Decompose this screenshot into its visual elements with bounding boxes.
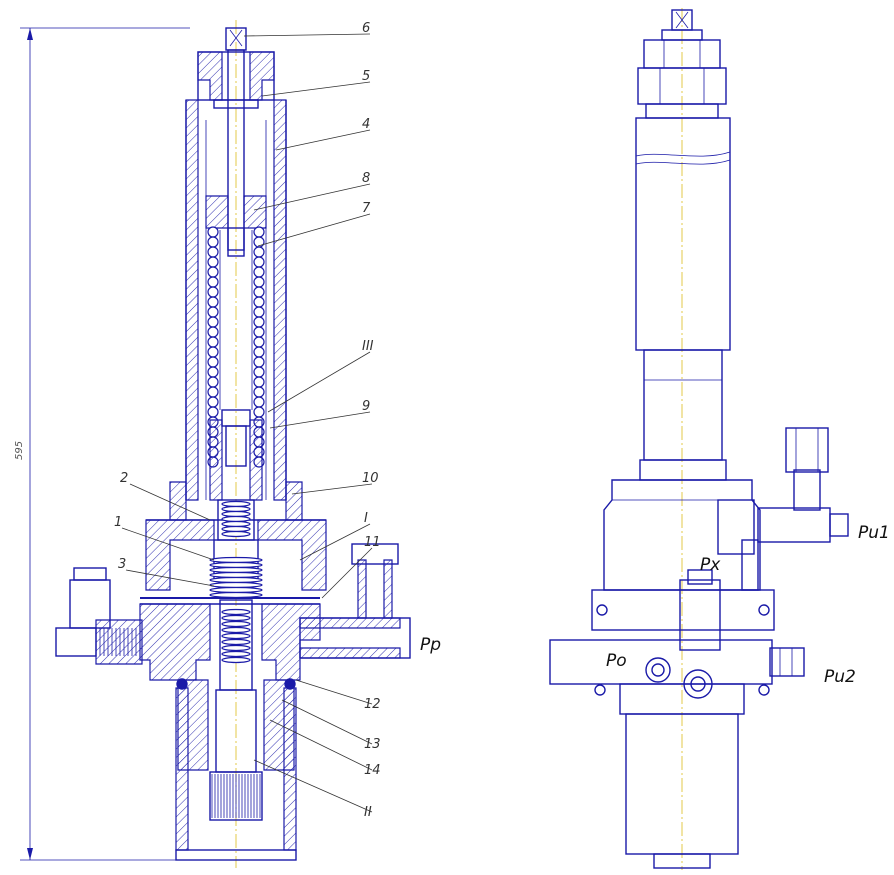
callout-8: 8: [362, 171, 370, 186]
port-label-pp: Pp: [420, 635, 441, 655]
callout-1: 1: [114, 515, 122, 530]
callout-12: 12: [364, 697, 381, 712]
external-view: Pu1 Px Po Pu2: [549, 8, 890, 870]
callout-II: II: [364, 805, 372, 820]
callout-2: 2: [120, 471, 128, 486]
section-view: 6 5 4 8 7 III 9 10 2 1 3 I 11 12 13 14 I…: [14, 20, 441, 868]
port-label-pu2: Pu2: [824, 667, 856, 687]
callout-14: 14: [364, 763, 381, 778]
callout-3: 3: [118, 557, 126, 572]
port-label-po: Po: [606, 651, 627, 671]
callout-4: 4: [362, 117, 370, 132]
callout-11: 11: [364, 535, 381, 550]
callout-7: 7: [362, 201, 371, 216]
callout-13: 13: [364, 737, 381, 752]
callout-9: 9: [362, 399, 370, 414]
callout-III: III: [362, 339, 374, 354]
callout-10: 10: [362, 471, 379, 486]
callout-6: 6: [362, 21, 370, 36]
callout-I: I: [364, 511, 368, 526]
callout-5: 5: [362, 69, 370, 84]
overall-height-dimension: 595: [14, 441, 25, 460]
port-label-px: Px: [700, 555, 721, 575]
port-label-pu1: Pu1: [858, 523, 890, 543]
